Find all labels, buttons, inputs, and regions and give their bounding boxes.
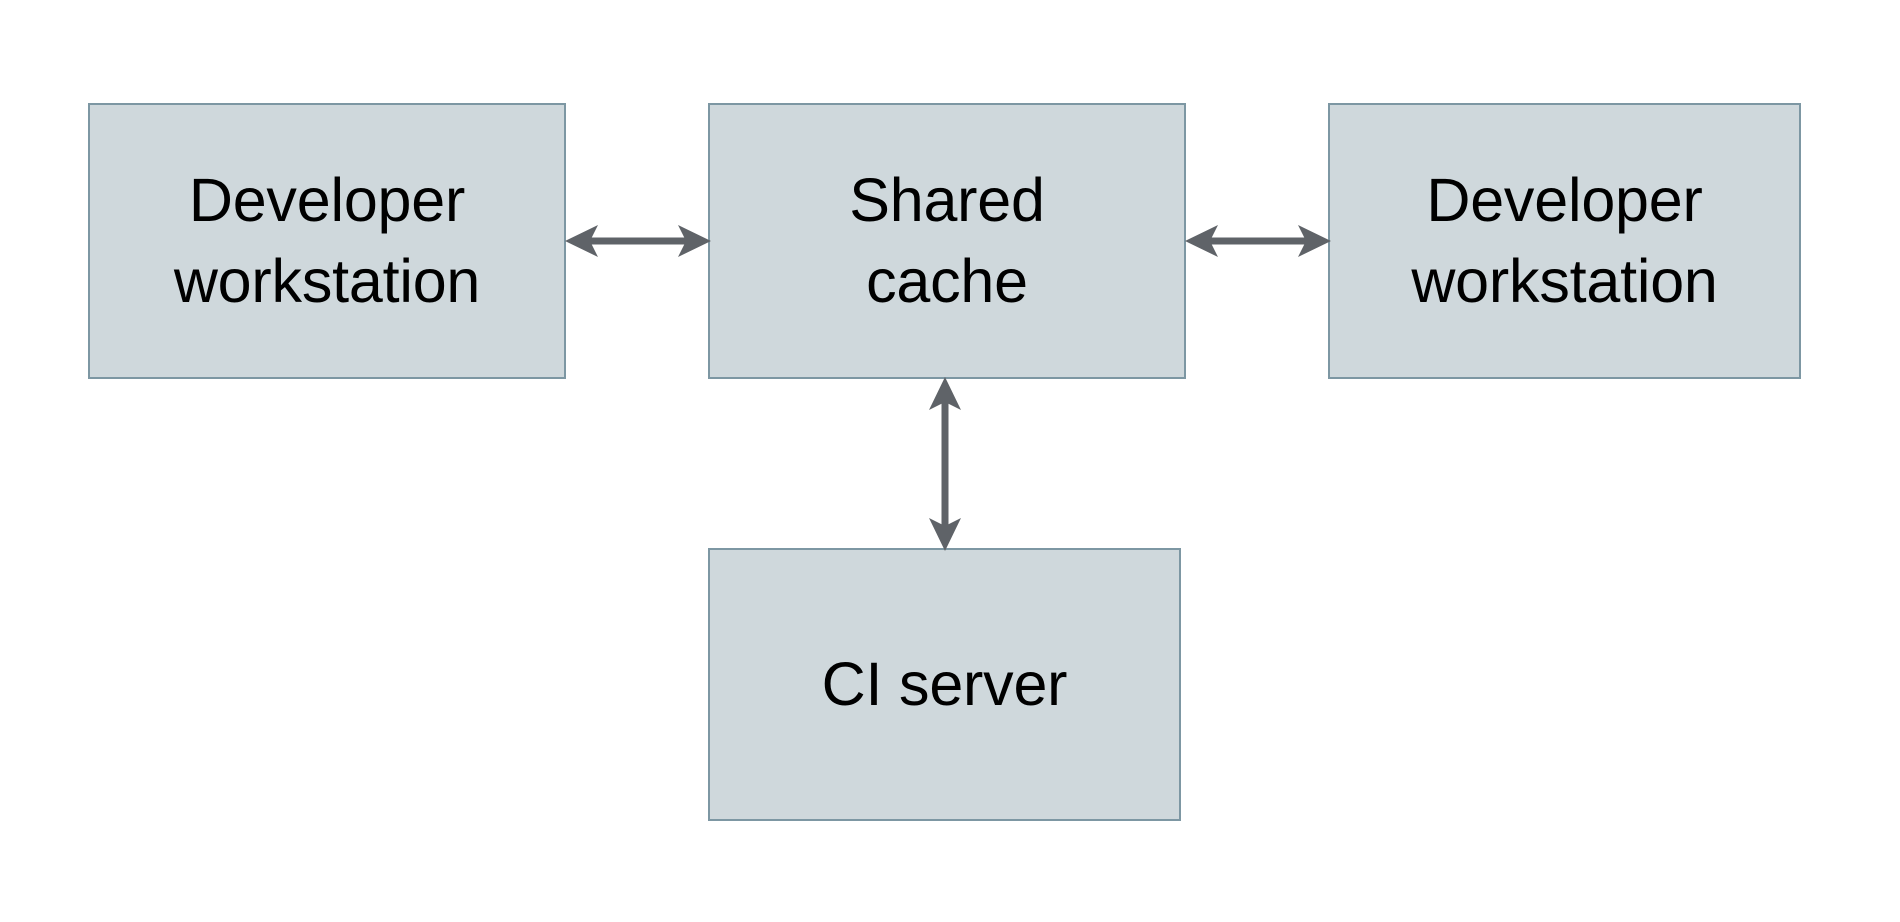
node-label: CI server bbox=[821, 649, 1068, 718]
edge-dev-left-to-shared-cache[interactable] bbox=[560, 212, 716, 270]
arrowhead-left-icon bbox=[565, 225, 598, 257]
node-label: Developer workstation bbox=[173, 165, 481, 315]
edge-shared-cache-to-dev-right[interactable] bbox=[1180, 212, 1336, 270]
node-ci-server[interactable]: CI server bbox=[708, 548, 1181, 821]
arrowhead-up-icon bbox=[929, 377, 961, 410]
arrowhead-down-icon bbox=[929, 518, 961, 551]
arrowhead-right-icon bbox=[1298, 225, 1331, 257]
node-label: Shared cache bbox=[849, 165, 1045, 315]
node-developer-workstation-left[interactable]: Developer workstation bbox=[88, 103, 566, 379]
arrowhead-left-icon bbox=[1185, 225, 1218, 257]
node-developer-workstation-right[interactable]: Developer workstation bbox=[1328, 103, 1801, 379]
node-label: Developer workstation bbox=[1411, 165, 1718, 315]
arrowhead-right-icon bbox=[678, 225, 711, 257]
node-shared-cache[interactable]: Shared cache bbox=[708, 103, 1186, 379]
edge-shared-cache-to-ci-server[interactable] bbox=[916, 372, 974, 556]
